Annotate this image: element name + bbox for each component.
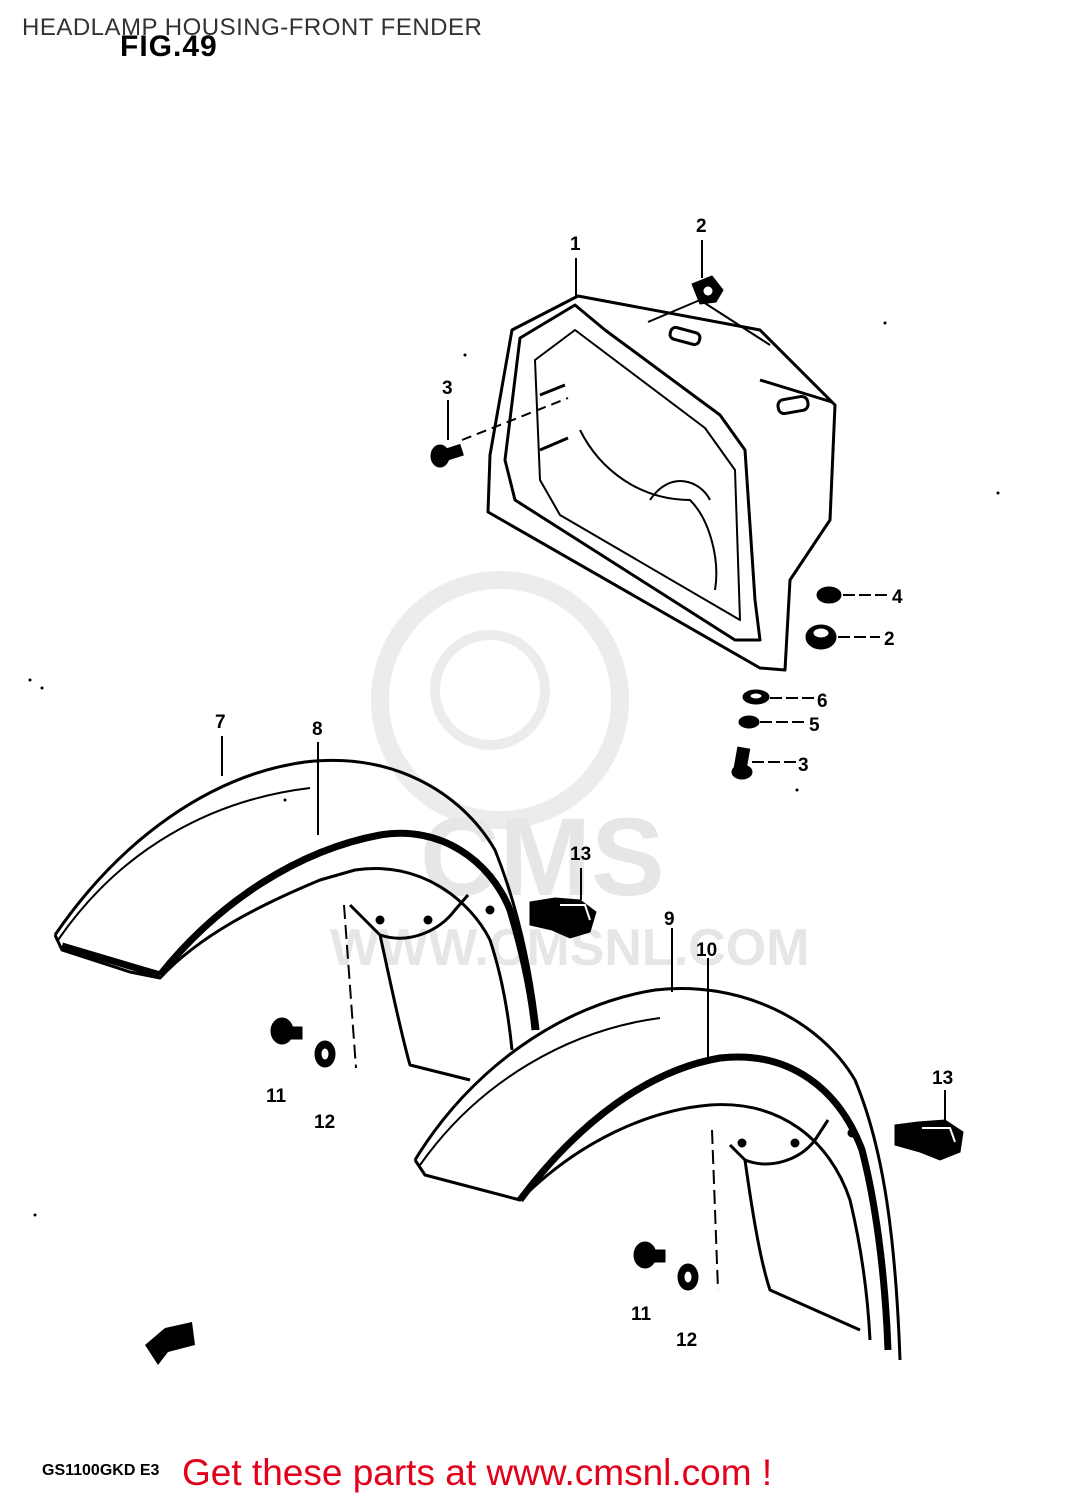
footer-link[interactable]: Get these parts at www.cmsnl.com ! [182, 1452, 773, 1493]
callout-13-lower: 13 [932, 1068, 953, 1089]
page-title: HEADLAMP HOUSING-FRONT FENDER [22, 14, 483, 41]
hardware-parts [270, 275, 964, 1291]
model-code: GS1100GKD E3 [42, 1462, 160, 1479]
callout-10: 10 [696, 940, 717, 961]
callout-8: 8 [312, 719, 323, 740]
front-fender-upper [53, 758, 540, 1082]
watermark-brand: CMS [420, 796, 664, 919]
direction-arrow-icon [145, 1322, 195, 1365]
callout-2-right: 2 [884, 629, 895, 650]
callout-12-upper: 12 [314, 1112, 335, 1133]
callout-1: 1 [570, 234, 581, 255]
callout-3-top: 3 [442, 378, 453, 399]
callout-11-upper: 11 [266, 1086, 287, 1107]
callouts: 1 2 3 4 2 6 5 3 7 8 13 9 10 13 11 12 11 … [215, 216, 953, 1351]
callout-4: 4 [892, 587, 903, 608]
callout-13-upper: 13 [570, 844, 591, 865]
callout-11-lower: 11 [631, 1304, 652, 1325]
callout-9: 9 [664, 909, 675, 930]
scan-specks [28, 321, 1000, 1217]
leader-lines [221, 240, 946, 1291]
callout-6: 6 [817, 691, 828, 712]
front-fender-lower [413, 987, 902, 1361]
callout-3-right: 3 [798, 755, 809, 776]
callout-12-lower: 12 [676, 1330, 697, 1351]
figure-label: FIG.49 [120, 30, 218, 63]
callout-7: 7 [215, 712, 226, 733]
headlamp-housing [486, 294, 837, 672]
callout-5: 5 [809, 715, 820, 736]
callout-2-top: 2 [696, 216, 707, 237]
